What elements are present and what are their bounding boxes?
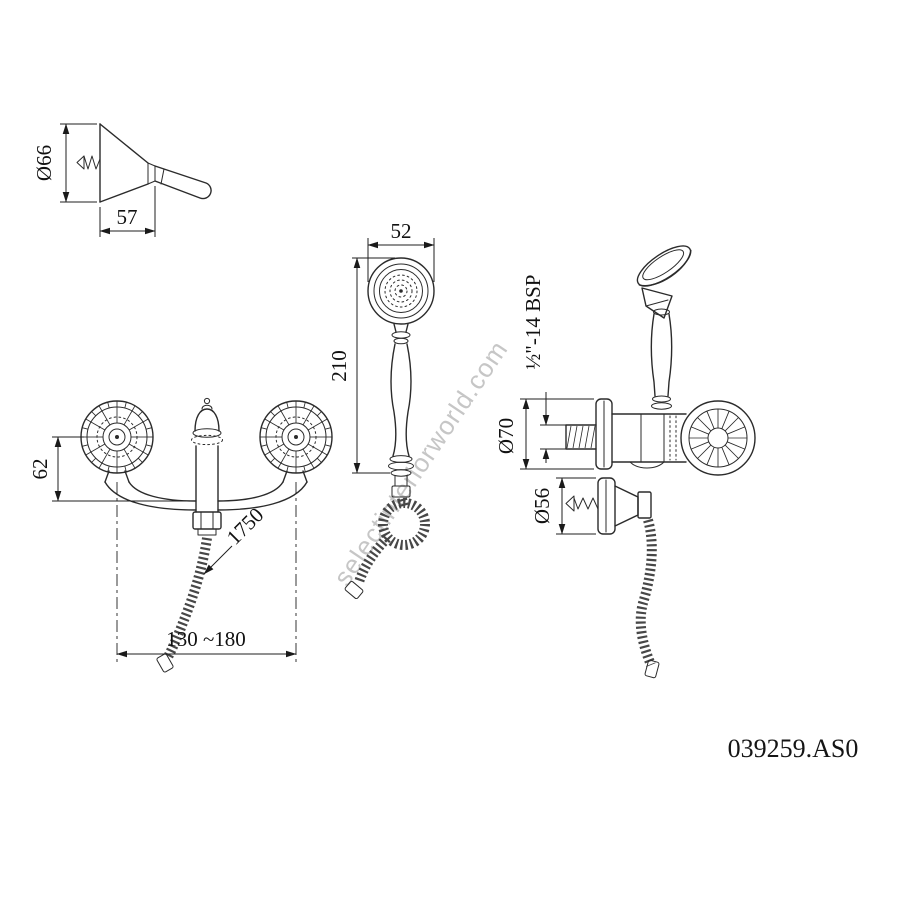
dim-mixer-drop: 62 bbox=[28, 436, 190, 502]
dim-bracket-diameter: Ø66 bbox=[32, 123, 97, 203]
mixer-drop-label: 62 bbox=[28, 459, 52, 480]
dim-thread: ½"-14 BSP bbox=[521, 275, 566, 463]
mixer-body bbox=[104, 397, 308, 536]
side-bracket bbox=[641, 287, 673, 319]
dim-handshower-width: 52 bbox=[367, 219, 435, 282]
bracket-depth-label: 57 bbox=[117, 205, 138, 229]
hose-loop bbox=[344, 497, 430, 600]
bracket-horn bbox=[154, 165, 212, 200]
right-handle bbox=[259, 400, 333, 474]
side-knob bbox=[680, 400, 756, 476]
dim-hose-length: 1750 bbox=[203, 503, 268, 575]
dim-escutcheon-diameter: Ø56 bbox=[530, 477, 596, 535]
dim-handshower-length: 210 bbox=[327, 257, 395, 474]
mixer-front-view: 62 1750 130 ~180 bbox=[28, 397, 333, 673]
mixer-side-view: Ø70 ½"-14 BSP Ø56 bbox=[494, 245, 756, 679]
shower-handle bbox=[388, 323, 414, 498]
dim-bracket-depth: 57 bbox=[99, 186, 156, 237]
part-number: 039259.AS0 bbox=[728, 734, 859, 763]
dim-wall-centers: 130 ~180 bbox=[116, 482, 297, 662]
watermark-text: selectinteriorworld.com bbox=[327, 335, 513, 591]
front-hose bbox=[156, 537, 212, 673]
side-handset bbox=[636, 245, 692, 287]
handshower-view: 52 210 bbox=[327, 219, 435, 600]
wall-bracket-view: Ø66 57 bbox=[32, 123, 212, 237]
outlet-screw-icon bbox=[565, 495, 599, 512]
bracket-screw-icon bbox=[76, 155, 101, 170]
side-body bbox=[565, 398, 687, 470]
bracket-diameter-label: Ø66 bbox=[32, 145, 56, 181]
handshower-length-label: 210 bbox=[327, 350, 351, 382]
side-hose-outlet bbox=[565, 477, 660, 679]
left-handle bbox=[80, 400, 154, 474]
wall-centers-label: 130 ~180 bbox=[166, 627, 246, 651]
flange-diameter-label: Ø70 bbox=[494, 418, 518, 454]
handshower-width-label: 52 bbox=[391, 219, 412, 243]
shower-head bbox=[367, 257, 435, 325]
dim-flange-diameter: Ø70 bbox=[494, 398, 594, 470]
escutcheon-diameter-label: Ø56 bbox=[530, 488, 554, 524]
side-handset-handle bbox=[650, 308, 673, 410]
thread-label: ½"-14 BSP bbox=[521, 275, 545, 370]
